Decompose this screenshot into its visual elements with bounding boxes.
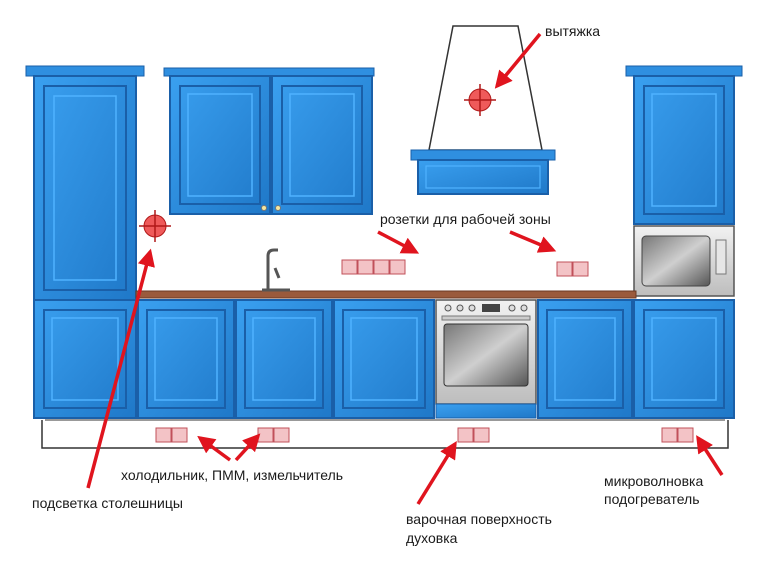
microwave [633, 225, 735, 297]
label-counter-light: подсветка столешницы [32, 495, 183, 511]
plinth [41, 419, 729, 449]
label-hood: вытяжка [545, 23, 601, 39]
base-cabinet-4 [537, 299, 633, 419]
arrow-counter-light [86, 248, 155, 489]
annotation-arrows [86, 32, 724, 505]
arrow-hood [494, 32, 542, 89]
wall-cabinet-left-door [163, 67, 375, 215]
countertop [135, 290, 637, 299]
arrow-hob [416, 441, 457, 505]
socket-group-work-right [556, 261, 589, 277]
range-hood [410, 25, 556, 195]
socket-group-plinth-2 [257, 427, 290, 443]
counter-light-marker [139, 210, 171, 242]
wall-cabinet-right-door [271, 75, 373, 215]
hood-light-marker [464, 84, 496, 116]
socket-group-plinth-4 [661, 427, 694, 443]
base-cabinet-right-tall [633, 299, 735, 419]
socket-group-plinth-3 [457, 427, 490, 443]
tall-cabinet-left [25, 65, 145, 301]
oven [435, 299, 537, 419]
arrow-microwave [696, 435, 724, 476]
arrow-appliances-1 [197, 435, 232, 462]
label-appliances: холодильник, ПММ, измельчитель [121, 467, 344, 483]
socket-group-plinth-1 [155, 427, 188, 443]
label-microwave: микроволновка [604, 473, 704, 489]
faucet [262, 248, 290, 292]
label-warmer: подогреватель [604, 491, 700, 507]
arrow-appliances-2 [234, 433, 261, 462]
base-cabinet-2 [235, 299, 333, 419]
arrow-work-right [509, 230, 557, 253]
label-work-sockets: розетки для рабочей зоны [380, 211, 551, 227]
base-cabinets [33, 299, 735, 419]
label-hob: варочная поверхность [406, 511, 552, 527]
socket-group-work-left [341, 259, 406, 275]
arrow-work-left [377, 230, 420, 254]
base-cabinet-3 [333, 299, 435, 419]
tall-cabinet-right [625, 65, 743, 225]
base-cabinet-1 [137, 299, 235, 419]
label-oven: духовка [406, 530, 458, 546]
base-cabinet-left-tall [33, 299, 137, 419]
